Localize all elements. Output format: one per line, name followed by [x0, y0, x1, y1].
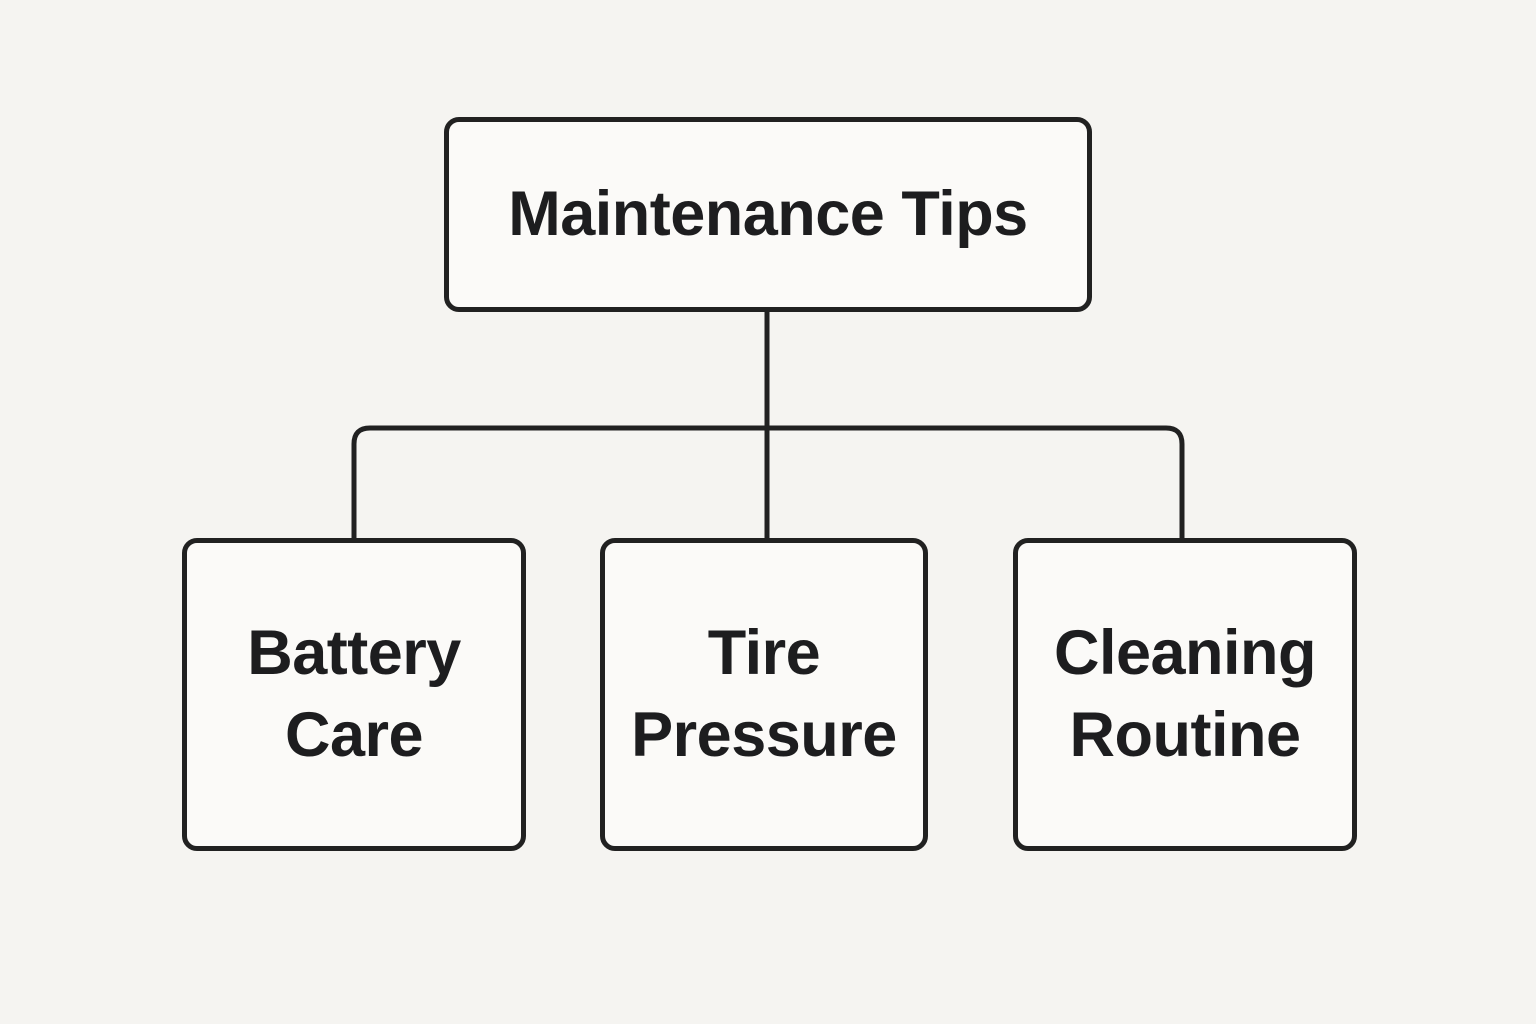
node-label: Maintenance Tips — [508, 178, 1028, 249]
node-label-line: Care — [284, 699, 424, 770]
node-tire-pressure: Tire Pressure — [600, 538, 928, 851]
node-label-line: Battery — [247, 617, 461, 688]
node-label: Battery Care — [247, 613, 461, 777]
node-cleaning-routine: Cleaning Routine — [1013, 538, 1357, 851]
node-maintenance-tips: Maintenance Tips — [444, 117, 1092, 312]
node-label: Tire Pressure — [631, 613, 897, 777]
node-label-line: Pressure — [631, 699, 897, 770]
node-label-line: Routine — [1069, 699, 1301, 770]
connector-branch-bracket — [351, 425, 1185, 540]
node-label-line: Tire — [707, 617, 821, 688]
node-label-line: Cleaning — [1053, 617, 1317, 688]
node-label: Cleaning Routine — [1053, 613, 1317, 777]
node-battery-care: Battery Care — [182, 538, 526, 851]
